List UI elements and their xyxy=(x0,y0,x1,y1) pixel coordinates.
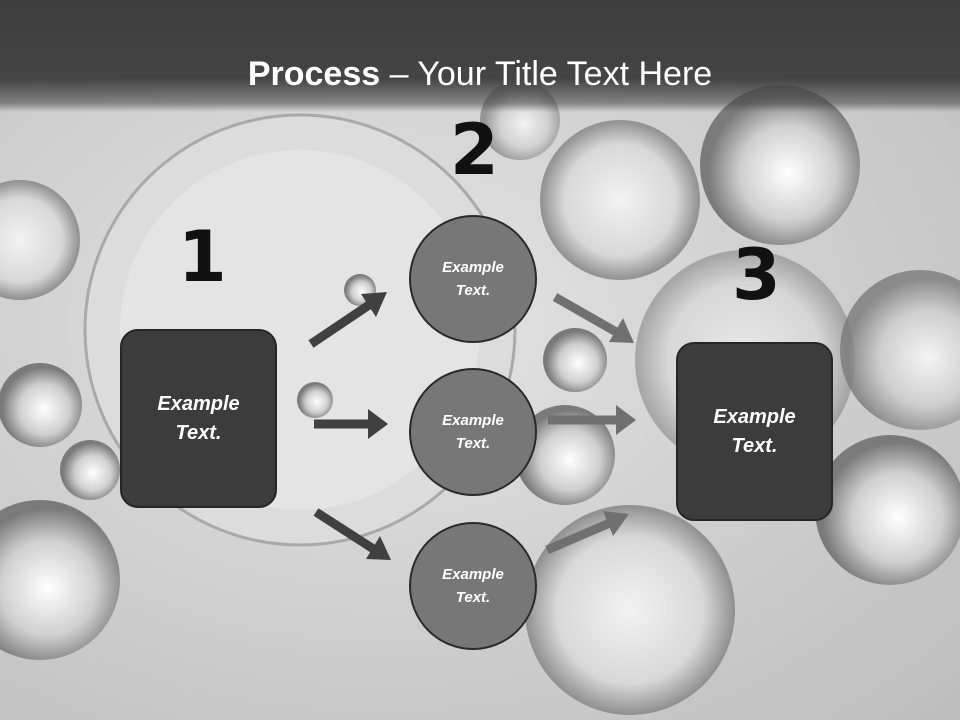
arrow-circle-bottom-to-step3 xyxy=(545,511,629,555)
arrow-circle-top-to-step3 xyxy=(552,293,634,343)
circle-bottom-text: Example Text. xyxy=(442,566,504,606)
arrow-step1-to-circle-middle xyxy=(314,409,388,439)
step-3-number: 3 xyxy=(732,234,781,316)
step-2-circle-bottom: Example Text. xyxy=(409,522,537,650)
step-2-number: 2 xyxy=(450,109,499,191)
arrow-step1-to-circle-top xyxy=(308,292,387,348)
circle-top-text: Example Text. xyxy=(442,259,504,299)
step-2-circle-top: Example Text. xyxy=(409,215,537,343)
step-3-text: Example Text. xyxy=(713,405,796,457)
title-bar: Process – Your Title Text Here xyxy=(0,0,960,112)
arrow-step1-to-circle-bottom xyxy=(313,508,391,560)
slide-title: Process – Your Title Text Here xyxy=(0,52,960,96)
step-1-text: Example Text. xyxy=(157,392,240,444)
step-3-box: Example Text. xyxy=(676,342,833,521)
circle-middle-text: Example Text. xyxy=(442,412,504,452)
arrow-circle-middle-to-step3 xyxy=(548,405,636,435)
title-rest: – Your Title Text Here xyxy=(380,55,713,93)
step-1-number: 1 xyxy=(178,216,227,298)
step-2-circle-middle: Example Text. xyxy=(409,368,537,496)
step-1-box: Example Text. xyxy=(120,329,277,508)
title-bold: Process xyxy=(247,55,381,93)
